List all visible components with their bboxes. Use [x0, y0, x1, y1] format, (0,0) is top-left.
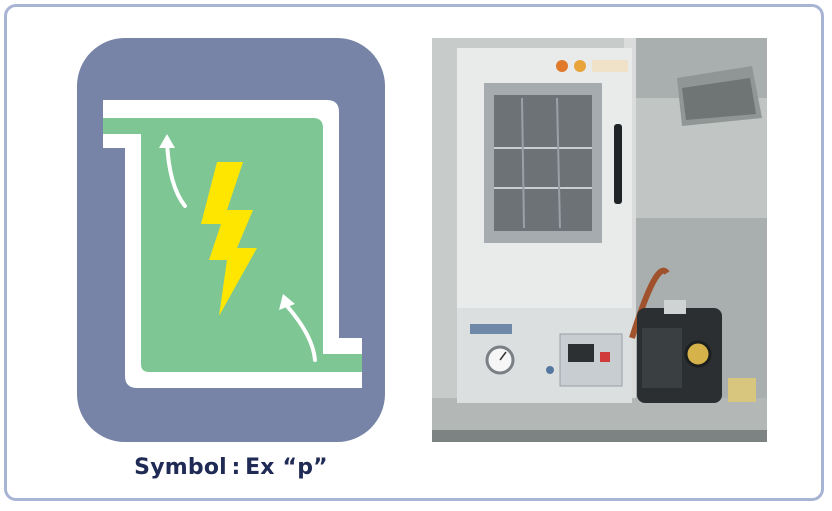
pressure-arrow-bottom: [285, 304, 317, 362]
symbol-caption: Symbol : Ex “p”: [134, 455, 328, 480]
ex-p-symbol-icon: [77, 38, 385, 442]
equipment-photo: [432, 38, 767, 442]
ex-p-symbol: [77, 38, 385, 442]
arrow-head-bottom-icon: [279, 294, 295, 310]
oven-window: [494, 95, 592, 231]
lightning-bolt-icon: [201, 162, 257, 316]
figure-frame: Symbol : Ex “p”: [4, 4, 824, 501]
pressure-arrow-top: [165, 140, 187, 208]
oven-handle: [614, 124, 622, 204]
vacuum-oven-photo-icon: [432, 38, 767, 442]
arrow-head-top-icon: [159, 134, 175, 148]
